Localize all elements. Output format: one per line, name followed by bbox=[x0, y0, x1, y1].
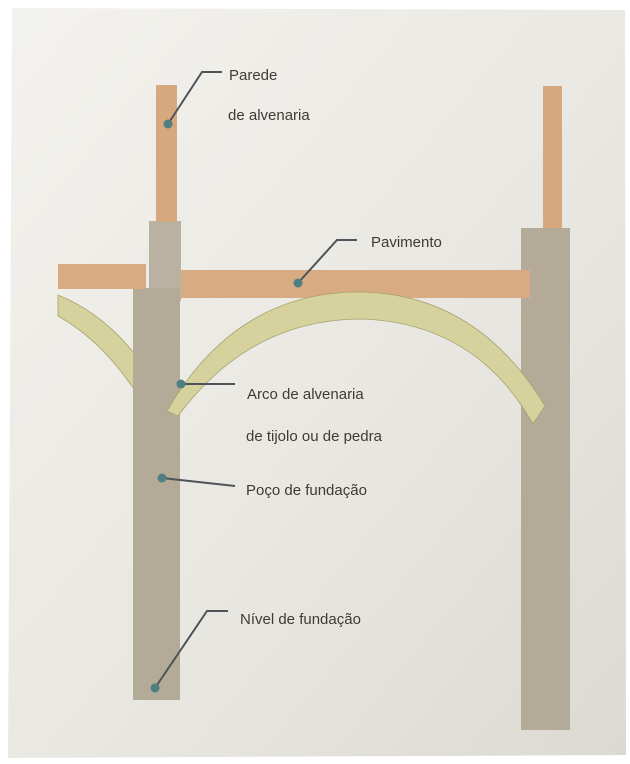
leader-wall bbox=[167, 71, 222, 125]
floor-slab-left bbox=[58, 264, 146, 289]
dot-floor bbox=[293, 278, 303, 288]
label-arch-line1: Arco de alvenaria bbox=[247, 386, 364, 403]
label-arch-line2: de tijolo ou de pedra bbox=[246, 428, 383, 445]
left-foundation-column-upper bbox=[149, 221, 181, 301]
label-wall-line2: de alvenaria bbox=[228, 107, 310, 124]
label-floor: Pavimento bbox=[371, 234, 442, 251]
right-foundation-column bbox=[521, 228, 570, 730]
label-level: Nível de fundação bbox=[240, 611, 361, 628]
main-masonry-arch bbox=[166, 291, 546, 425]
dot-wall bbox=[163, 119, 173, 129]
right-masonry-wall bbox=[543, 86, 562, 228]
label-well: Poço de fundação bbox=[246, 482, 367, 499]
dot-level bbox=[150, 683, 160, 693]
left-foundation-column bbox=[133, 288, 180, 700]
leader-level bbox=[154, 610, 228, 689]
label-wall-line1: Parede bbox=[229, 67, 277, 84]
leader-floor bbox=[297, 239, 357, 284]
leader-well bbox=[161, 477, 236, 487]
dot-arch bbox=[176, 379, 186, 389]
left-masonry-wall bbox=[156, 85, 177, 222]
dot-well bbox=[157, 473, 167, 483]
